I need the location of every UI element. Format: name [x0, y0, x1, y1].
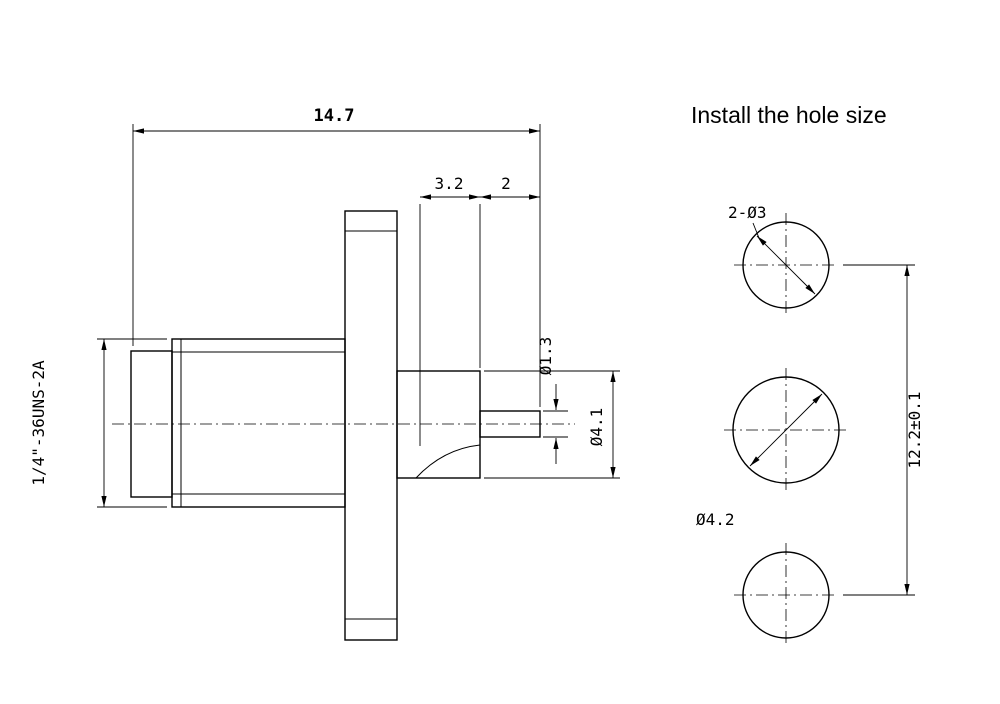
- dimension-pin-diameter: Ø1.3: [536, 337, 568, 464]
- dimension-pin-length: 2: [480, 174, 540, 200]
- dielectric-hatch-section: [414, 444, 481, 479]
- dimension-overall-length: 14.7: [132, 106, 541, 407]
- dim-insulator-diameter-text: Ø4.1: [587, 408, 606, 447]
- dimension-insulator-diameter: Ø4.1: [484, 370, 620, 479]
- diameter-arrow: [756, 235, 816, 295]
- mounting-holes-label: 2-Ø3: [728, 203, 767, 222]
- dimension-hole-spacing: 12.2±0.1: [843, 264, 924, 596]
- mounting-hole-top: 2-Ø3: [728, 203, 838, 317]
- connector-outline: [130, 210, 541, 641]
- hole-spacing-text: 12.2±0.1: [905, 391, 924, 468]
- dimension-body-height: 1/4"-36UNS-2A: [29, 338, 167, 508]
- dim-pin-length-text: 2: [501, 174, 511, 193]
- leader-line: [752, 222, 760, 239]
- dim-insulator-length-text: 3.2: [435, 174, 464, 193]
- hole-layout-view: Install the hole size 2-Ø3 Ø4.2: [691, 102, 924, 647]
- dimension-insulator-length: 3.2: [419, 174, 481, 446]
- dim-overall-length-text: 14.7: [314, 106, 355, 126]
- dim-pin-diameter-text: Ø1.3: [536, 337, 555, 376]
- hole-diagram-title: Install the hole size: [691, 102, 887, 128]
- mounting-hole-bottom: [734, 543, 838, 647]
- center-hole: Ø4.2: [696, 368, 848, 529]
- mounting-flange: [344, 210, 398, 641]
- thread-spec-label: 1/4"-36UNS-2A: [29, 360, 48, 486]
- center-pin: [479, 410, 541, 438]
- diameter-arrow: [749, 393, 823, 467]
- insulator-barrel: [396, 370, 481, 479]
- hex-body: [171, 338, 346, 508]
- connector-side-view: 14.7 3.2 2 1/4"-36UNS-2A Ø1.3: [29, 106, 620, 641]
- center-hole-label: Ø4.2: [696, 510, 735, 529]
